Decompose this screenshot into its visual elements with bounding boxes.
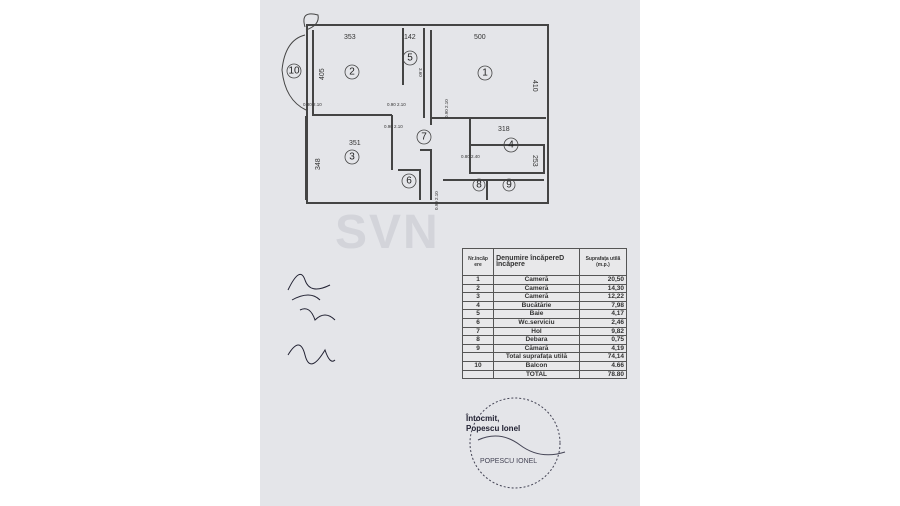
door-mark: 0.90 2.10 [387,102,406,107]
balcony-outline [281,13,319,111]
col-header-area: Suprafața utilă (m.p.) [578,248,628,276]
walls [305,24,549,204]
door-mark: 0.90 2.10 [444,99,449,118]
room-6-label: 6 [406,176,412,187]
door-mark: 0.80 2.40 [461,154,480,159]
cell-name: Cameră [493,275,580,285]
door-mark: 0.90 2.10 [434,191,439,210]
dim-360: 3.60 [418,68,423,77]
cell-area: 4,17 [578,309,628,319]
stamp-text: POPESCU IONEL [480,458,537,465]
room-1-label: 1 [482,68,488,79]
dim-405: 405 [319,68,326,80]
cell-name: Wc.serviciu [493,317,580,328]
cell-area: 20,50 [578,275,628,285]
dim-253: 253 [531,155,538,167]
room-5-label: 5 [407,53,413,64]
cell-area: 0,75 [578,335,628,345]
door-mark: 0.90 2.10 [384,124,403,129]
signature-block: Întocmit, Popescu Ionel [466,414,520,434]
dim-500: 500 [474,34,486,41]
prepared-by-label: Întocmit, [466,414,500,423]
room-10-label: 10 [288,66,300,77]
cell-area: 2,46 [578,317,628,328]
cell-name: Cameră [493,292,580,302]
cell-number: 3 [461,292,495,302]
handwritten-signatures [287,273,336,365]
cell-area: 4.66 [578,360,628,371]
cell-number: 4 [461,300,495,311]
cell-number: 5 [461,309,495,319]
dim-351: 351 [349,140,361,147]
cell-name: TOTAL [493,369,580,380]
cell-number [461,352,495,362]
cell-name: Baie [493,309,580,319]
cell-area: 78.80 [578,369,628,380]
cell-area: 12,22 [578,292,628,302]
table-header: Nr.încăp ere Denumire încăpereD încăpere… [461,248,628,276]
room-9-label: 9 [506,180,512,191]
cell-area: 74,14 [578,352,628,362]
cell-number: 10 [461,360,495,371]
dim-353: 353 [344,34,356,41]
cell-number: 2 [461,283,495,294]
col-header-number: Nr.încăp ere [461,248,495,276]
cell-name: Balcon [493,360,580,371]
cell-name: Bucătărie [493,300,580,311]
cell-number: 1 [461,275,495,285]
cell-number: 7 [461,326,495,337]
cell-number: 9 [461,343,495,354]
cell-area: 4,19 [578,343,628,354]
cell-number [461,369,495,380]
cell-number: 6 [461,317,495,328]
cell-area: 9,82 [578,326,628,337]
dim-410: 410 [531,80,538,92]
col-header-name: Denumire încăpereD încăpere [493,248,580,276]
room-4-label: 4 [508,140,514,151]
room-labels [286,50,519,192]
rooms-table: Nr.încăp ere Denumire încăpereD încăpere… [461,248,628,380]
dim-142: 142 [404,34,416,41]
room-7-label: 7 [421,132,427,143]
watermark: SVN [335,206,440,259]
cell-area: 7,98 [578,300,628,311]
room-2-label: 2 [349,67,355,78]
cell-name: Cameră [493,283,580,294]
official-stamp: POPESCU IONEL [469,397,566,489]
room-8-label: 8 [476,180,482,191]
room-3-label: 3 [349,152,355,163]
cell-area: 14,30 [578,283,628,294]
cell-name: Cămară [493,343,580,354]
door-mark: 0.80 2.10 [303,102,322,107]
dim-318: 318 [498,126,510,133]
cell-name: Hol [493,326,580,337]
cell-name: Total suprafața utilă [493,352,580,362]
cell-name: Debara [493,335,580,345]
prepared-by-name: Popescu Ionel [466,424,521,433]
dim-348: 348 [315,158,322,170]
cell-number: 8 [461,335,495,345]
